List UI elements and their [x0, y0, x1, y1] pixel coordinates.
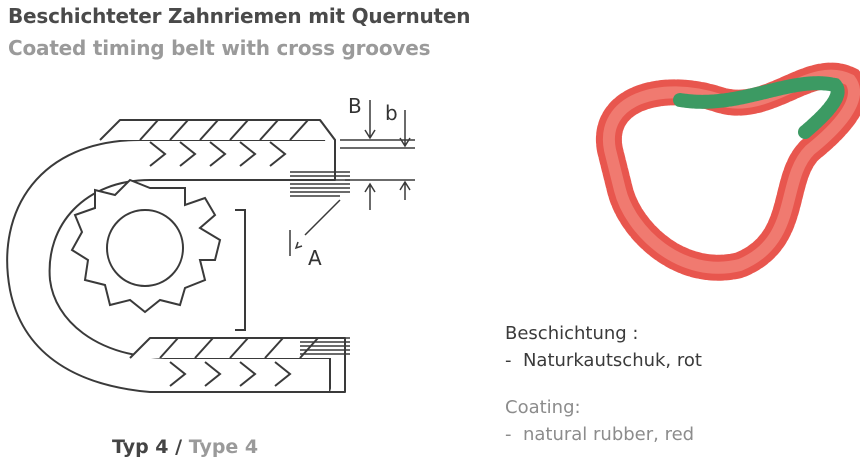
- dimension-label-b: b: [385, 101, 398, 125]
- dimension-label-B: B: [348, 94, 362, 118]
- page-subtitle: Coated timing belt with cross grooves: [8, 36, 431, 60]
- dimension-label-A: A: [308, 246, 322, 270]
- type-label-en: Type 4: [188, 436, 259, 458]
- coating-item-de: Naturkautschuk, rot: [505, 347, 702, 374]
- coating-item-en: natural rubber, red: [505, 421, 702, 448]
- page-title: Beschichteter Zahnriemen mit Quernuten: [8, 4, 471, 28]
- type-separator: /: [175, 436, 183, 458]
- coating-de: Beschichtung : Naturkautschuk, rot: [505, 320, 702, 374]
- timing-belt-drawing: B b A: [6, 94, 415, 393]
- coating-heading-de: Beschichtung :: [505, 323, 639, 344]
- coated-belt-photo: [595, 62, 860, 281]
- coating-info: Beschichtung : Naturkautschuk, rot Coati…: [505, 320, 702, 448]
- type-caption: Typ 4 / Type 4: [112, 436, 258, 458]
- coating-heading-en: Coating:: [505, 397, 581, 418]
- type-label-de: Typ 4: [112, 436, 169, 458]
- coating-en: Coating: natural rubber, red: [505, 394, 702, 448]
